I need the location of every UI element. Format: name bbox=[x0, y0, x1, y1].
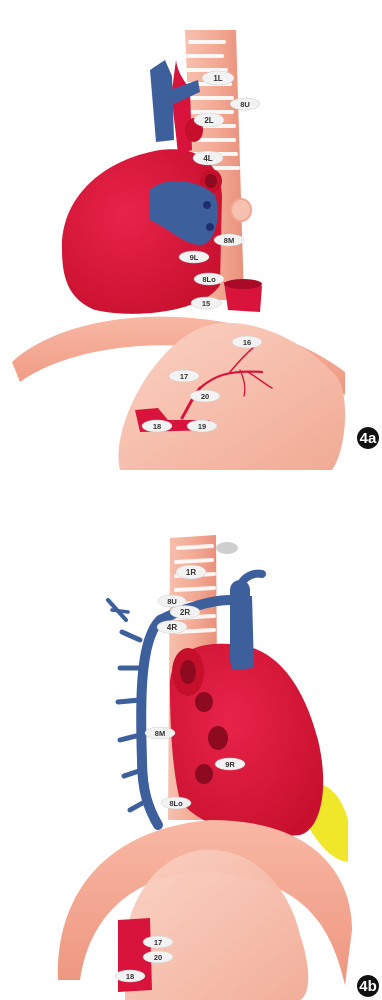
svg-text:17: 17 bbox=[154, 938, 162, 947]
node-label-20: 20 bbox=[143, 951, 173, 963]
svg-text:15: 15 bbox=[202, 299, 210, 308]
panel-badge-4b: 4b bbox=[357, 975, 379, 997]
svg-text:8Lo: 8Lo bbox=[202, 275, 216, 284]
svg-text:17: 17 bbox=[180, 372, 188, 381]
node-label-1L: 1L bbox=[202, 71, 234, 85]
svg-text:18: 18 bbox=[126, 972, 134, 981]
panel-4b: 1R 8U 2R 4R 8M 9R bbox=[58, 535, 379, 1000]
svg-text:8U: 8U bbox=[167, 597, 177, 606]
node-label-2L: 2L bbox=[194, 113, 224, 127]
svg-text:9L: 9L bbox=[190, 253, 199, 262]
node-label-2R: 2R bbox=[170, 606, 200, 619]
svg-text:4a: 4a bbox=[360, 430, 377, 447]
svg-text:8M: 8M bbox=[224, 236, 234, 245]
node-label-20: 20 bbox=[190, 390, 220, 402]
node-label-1R: 1R bbox=[176, 565, 206, 579]
node-label-8U: 8U bbox=[158, 595, 186, 607]
node-label-9R: 9R bbox=[215, 758, 245, 770]
node-label-8M: 8M bbox=[145, 727, 175, 739]
svg-text:8M: 8M bbox=[155, 729, 165, 738]
svg-text:4b: 4b bbox=[359, 978, 377, 995]
node-label-8U: 8U bbox=[230, 98, 260, 110]
node-label-4L: 4L bbox=[193, 151, 223, 165]
node-label-4R: 4R bbox=[157, 621, 187, 634]
svg-text:2R: 2R bbox=[180, 608, 190, 617]
node-label-16: 16 bbox=[232, 336, 262, 348]
vena-cava-trunk-4b bbox=[232, 596, 254, 670]
node-label-19: 19 bbox=[187, 420, 217, 432]
svg-text:8U: 8U bbox=[240, 100, 250, 109]
node-label-17: 17 bbox=[143, 936, 173, 948]
svg-text:4R: 4R bbox=[167, 623, 177, 632]
panel-badge-4a: 4a bbox=[357, 427, 379, 449]
node-label-8Lo: 8Lo bbox=[161, 797, 191, 809]
node-label-8M: 8M bbox=[214, 234, 244, 246]
node-label-9L: 9L bbox=[179, 251, 209, 263]
svg-text:19: 19 bbox=[198, 422, 206, 431]
svg-text:2L: 2L bbox=[204, 116, 213, 125]
panel-4a: 1L 8U 2L 4L 8M 9L bbox=[12, 30, 379, 470]
node-label-18: 18 bbox=[115, 970, 145, 982]
node-label-8Lo: 8Lo bbox=[194, 273, 224, 285]
svg-text:20: 20 bbox=[154, 953, 162, 962]
svg-text:16: 16 bbox=[243, 338, 251, 347]
svg-text:1R: 1R bbox=[186, 568, 196, 577]
svg-text:9R: 9R bbox=[225, 760, 235, 769]
svg-text:20: 20 bbox=[201, 392, 209, 401]
node-label-15: 15 bbox=[191, 297, 221, 309]
svg-text:1L: 1L bbox=[213, 74, 222, 83]
svg-text:4L: 4L bbox=[203, 154, 212, 163]
svg-text:8Lo: 8Lo bbox=[169, 799, 183, 808]
node-label-17: 17 bbox=[169, 370, 199, 382]
node-label-18: 18 bbox=[142, 420, 172, 432]
svg-text:18: 18 bbox=[153, 422, 161, 431]
